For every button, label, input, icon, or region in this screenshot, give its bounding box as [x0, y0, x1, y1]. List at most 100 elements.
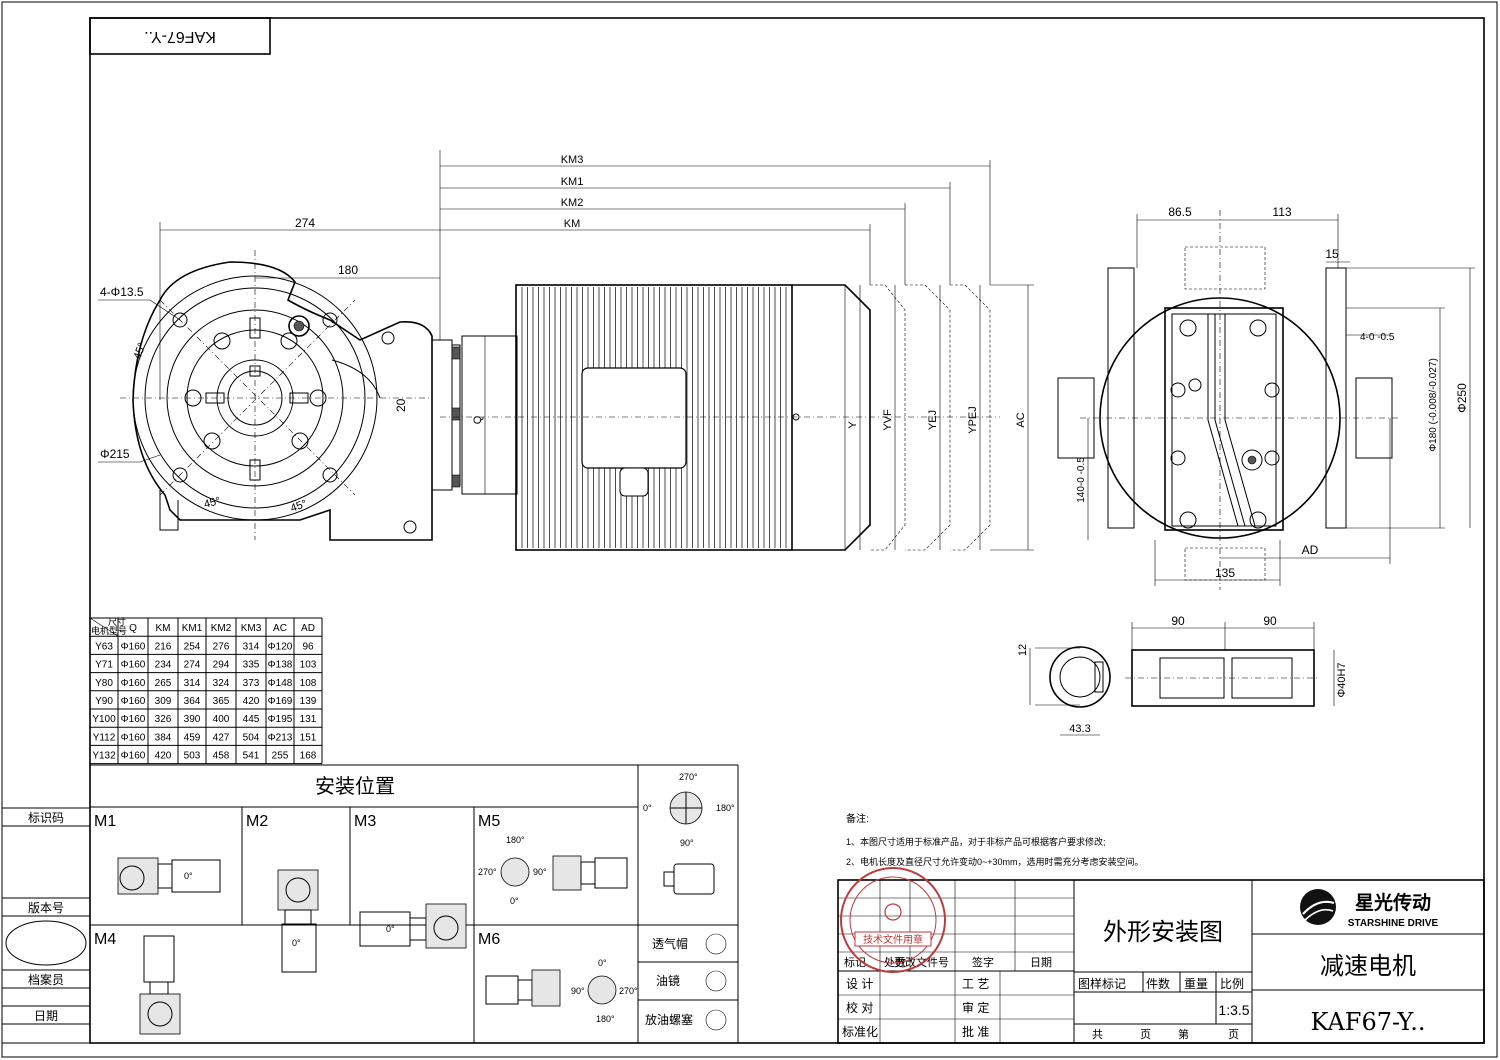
table-cell: Φ160: [121, 714, 146, 725]
table-cell: Φ160: [121, 751, 146, 762]
table-cell: 139: [300, 696, 317, 707]
dim-20: 20: [394, 398, 408, 412]
table-header-cell: AC: [273, 623, 287, 634]
mounting-positions: 安装位置 M1 M2 M3 M5 M4 M6 0° 0: [89, 764, 739, 1044]
angle-45-b: 45°: [203, 495, 222, 511]
holes-label: 4-Φ13.5: [100, 285, 144, 299]
inner-frame: [89, 17, 1485, 1044]
notes-line1: 1、本图尺寸适用于标准产品，对于非标产品可根据客户要求修改;: [846, 836, 1106, 847]
table-header-cell: KM1: [182, 623, 203, 634]
dim-15: 15: [1325, 247, 1339, 261]
id-code-label: 标识码: [28, 811, 64, 825]
svg-text:90°: 90°: [571, 986, 585, 996]
brand-cn: 星光传动: [1355, 891, 1431, 914]
dim-113: 113: [1272, 205, 1291, 219]
position-m3: M3: [354, 813, 376, 830]
dim-yvf: YVF: [882, 409, 894, 431]
svg-text:0°: 0°: [643, 803, 652, 813]
svg-text:0°: 0°: [510, 896, 519, 906]
table-cell: 276: [213, 641, 230, 652]
table-cell: Φ138: [268, 660, 293, 671]
dim-ypej: YPEJ: [967, 406, 979, 434]
table-cell: 365: [213, 696, 230, 707]
attr-weight: 重量: [1184, 977, 1208, 991]
dim-km1: KM1: [561, 176, 584, 188]
title-block: 标记 处数 更改文件号 签字 日期 设 计 校 对 标准化 工 艺 审 定 批 …: [837, 867, 1485, 1044]
table-cell: 364: [184, 696, 201, 707]
svg-text:0°: 0°: [598, 958, 607, 968]
table-cell: 326: [155, 714, 172, 725]
table-cell: 108: [300, 678, 317, 689]
page-label-2: 页: [1228, 1029, 1239, 1041]
table-header-cell: KM: [156, 623, 171, 634]
table-cell: Φ160: [121, 660, 146, 671]
m4-sketch: [139, 935, 181, 1035]
svg-text:90°: 90°: [680, 838, 694, 848]
table-cell: 309: [155, 696, 172, 707]
dim-q: Q: [472, 415, 484, 424]
table-cell: 151: [300, 732, 317, 743]
dim-180: 180: [338, 263, 358, 277]
table-cell: Y80: [95, 678, 113, 689]
svg-text:270°: 270°: [679, 772, 698, 782]
dim-ac: AC: [1015, 412, 1027, 427]
table-cell: 420: [243, 696, 260, 707]
brand-logo: [1300, 889, 1336, 925]
dim-140: 140-0 -0.5: [1076, 457, 1087, 503]
dim-43-3: 43.3: [1069, 723, 1090, 735]
table-cell: 314: [184, 678, 201, 689]
dim-274: 274: [295, 216, 315, 230]
approval-stamp: 技术文件用章: [840, 867, 946, 973]
dim-yej: YEJ: [927, 410, 939, 430]
notes-title: 备注:: [846, 812, 869, 825]
table-cell: 265: [155, 678, 172, 689]
mounting-title: 安装位置: [315, 775, 395, 798]
model-name: KAF67-Y..: [1311, 1008, 1426, 1036]
dim-4: 4-0 -0.5: [1360, 332, 1395, 343]
m2-sketch: 0°: [277, 869, 319, 973]
table-header-cell: AD: [301, 623, 315, 634]
table-cell: 216: [155, 641, 172, 652]
table-cell: 294: [213, 660, 230, 671]
table-cell: 504: [243, 732, 260, 743]
table-cell: 384: [155, 732, 172, 743]
m6-sketch: 0° 90° 270° 180°: [485, 958, 638, 1024]
legend-breather: 透气帽: [652, 936, 688, 951]
page-label: 页: [1140, 1029, 1151, 1041]
standard-label: 标准化: [842, 1025, 878, 1039]
rev-sign: 签字: [972, 955, 994, 969]
dim-km2: KM2: [561, 197, 584, 209]
angle-45-a: 45°: [132, 341, 149, 361]
scale-value: 1:3.5: [1218, 1002, 1249, 1018]
table-cell: 168: [300, 751, 317, 762]
dim-12: 12: [1017, 644, 1029, 656]
table-cell: Φ160: [121, 696, 146, 707]
table-cell: 234: [155, 660, 172, 671]
position-m1: M1: [94, 813, 116, 830]
total-label: 共: [1092, 1028, 1103, 1041]
table-cell: Φ120: [268, 641, 293, 652]
table-cell: 541: [243, 751, 260, 762]
svg-text:180°: 180°: [596, 1014, 615, 1024]
gearbox-side-view: 274 180 4-Φ13.5 45° 45° 45° Φ215 20: [98, 150, 441, 541]
table-cell: Φ169: [268, 696, 293, 707]
svg-text:180°: 180°: [506, 835, 525, 845]
approve-label: 批 准: [962, 1024, 989, 1039]
dim-y: Y: [847, 421, 859, 429]
svg-text:90°: 90°: [533, 867, 547, 877]
left-strip: 标识码 版本号 档案员 日期: [1, 807, 91, 1044]
table-cell: Φ213: [268, 732, 293, 743]
rev-file: 更改文件号: [894, 955, 949, 969]
table-cell: Φ195: [268, 714, 293, 725]
table-cell: 503: [184, 751, 201, 762]
table-corner-top: 尺寸: [108, 616, 126, 627]
position-m5: M5: [478, 813, 500, 830]
dim-250: Φ250: [1455, 383, 1469, 413]
table-cell: Y71: [95, 660, 113, 671]
version-label: 版本号: [28, 901, 64, 915]
table-cell: 314: [243, 641, 260, 652]
design-label: 设 计: [846, 977, 873, 991]
table-cell: 458: [213, 751, 230, 762]
shaft-view: 12 43.3 90 90 Φ40H7: [1017, 614, 1348, 736]
